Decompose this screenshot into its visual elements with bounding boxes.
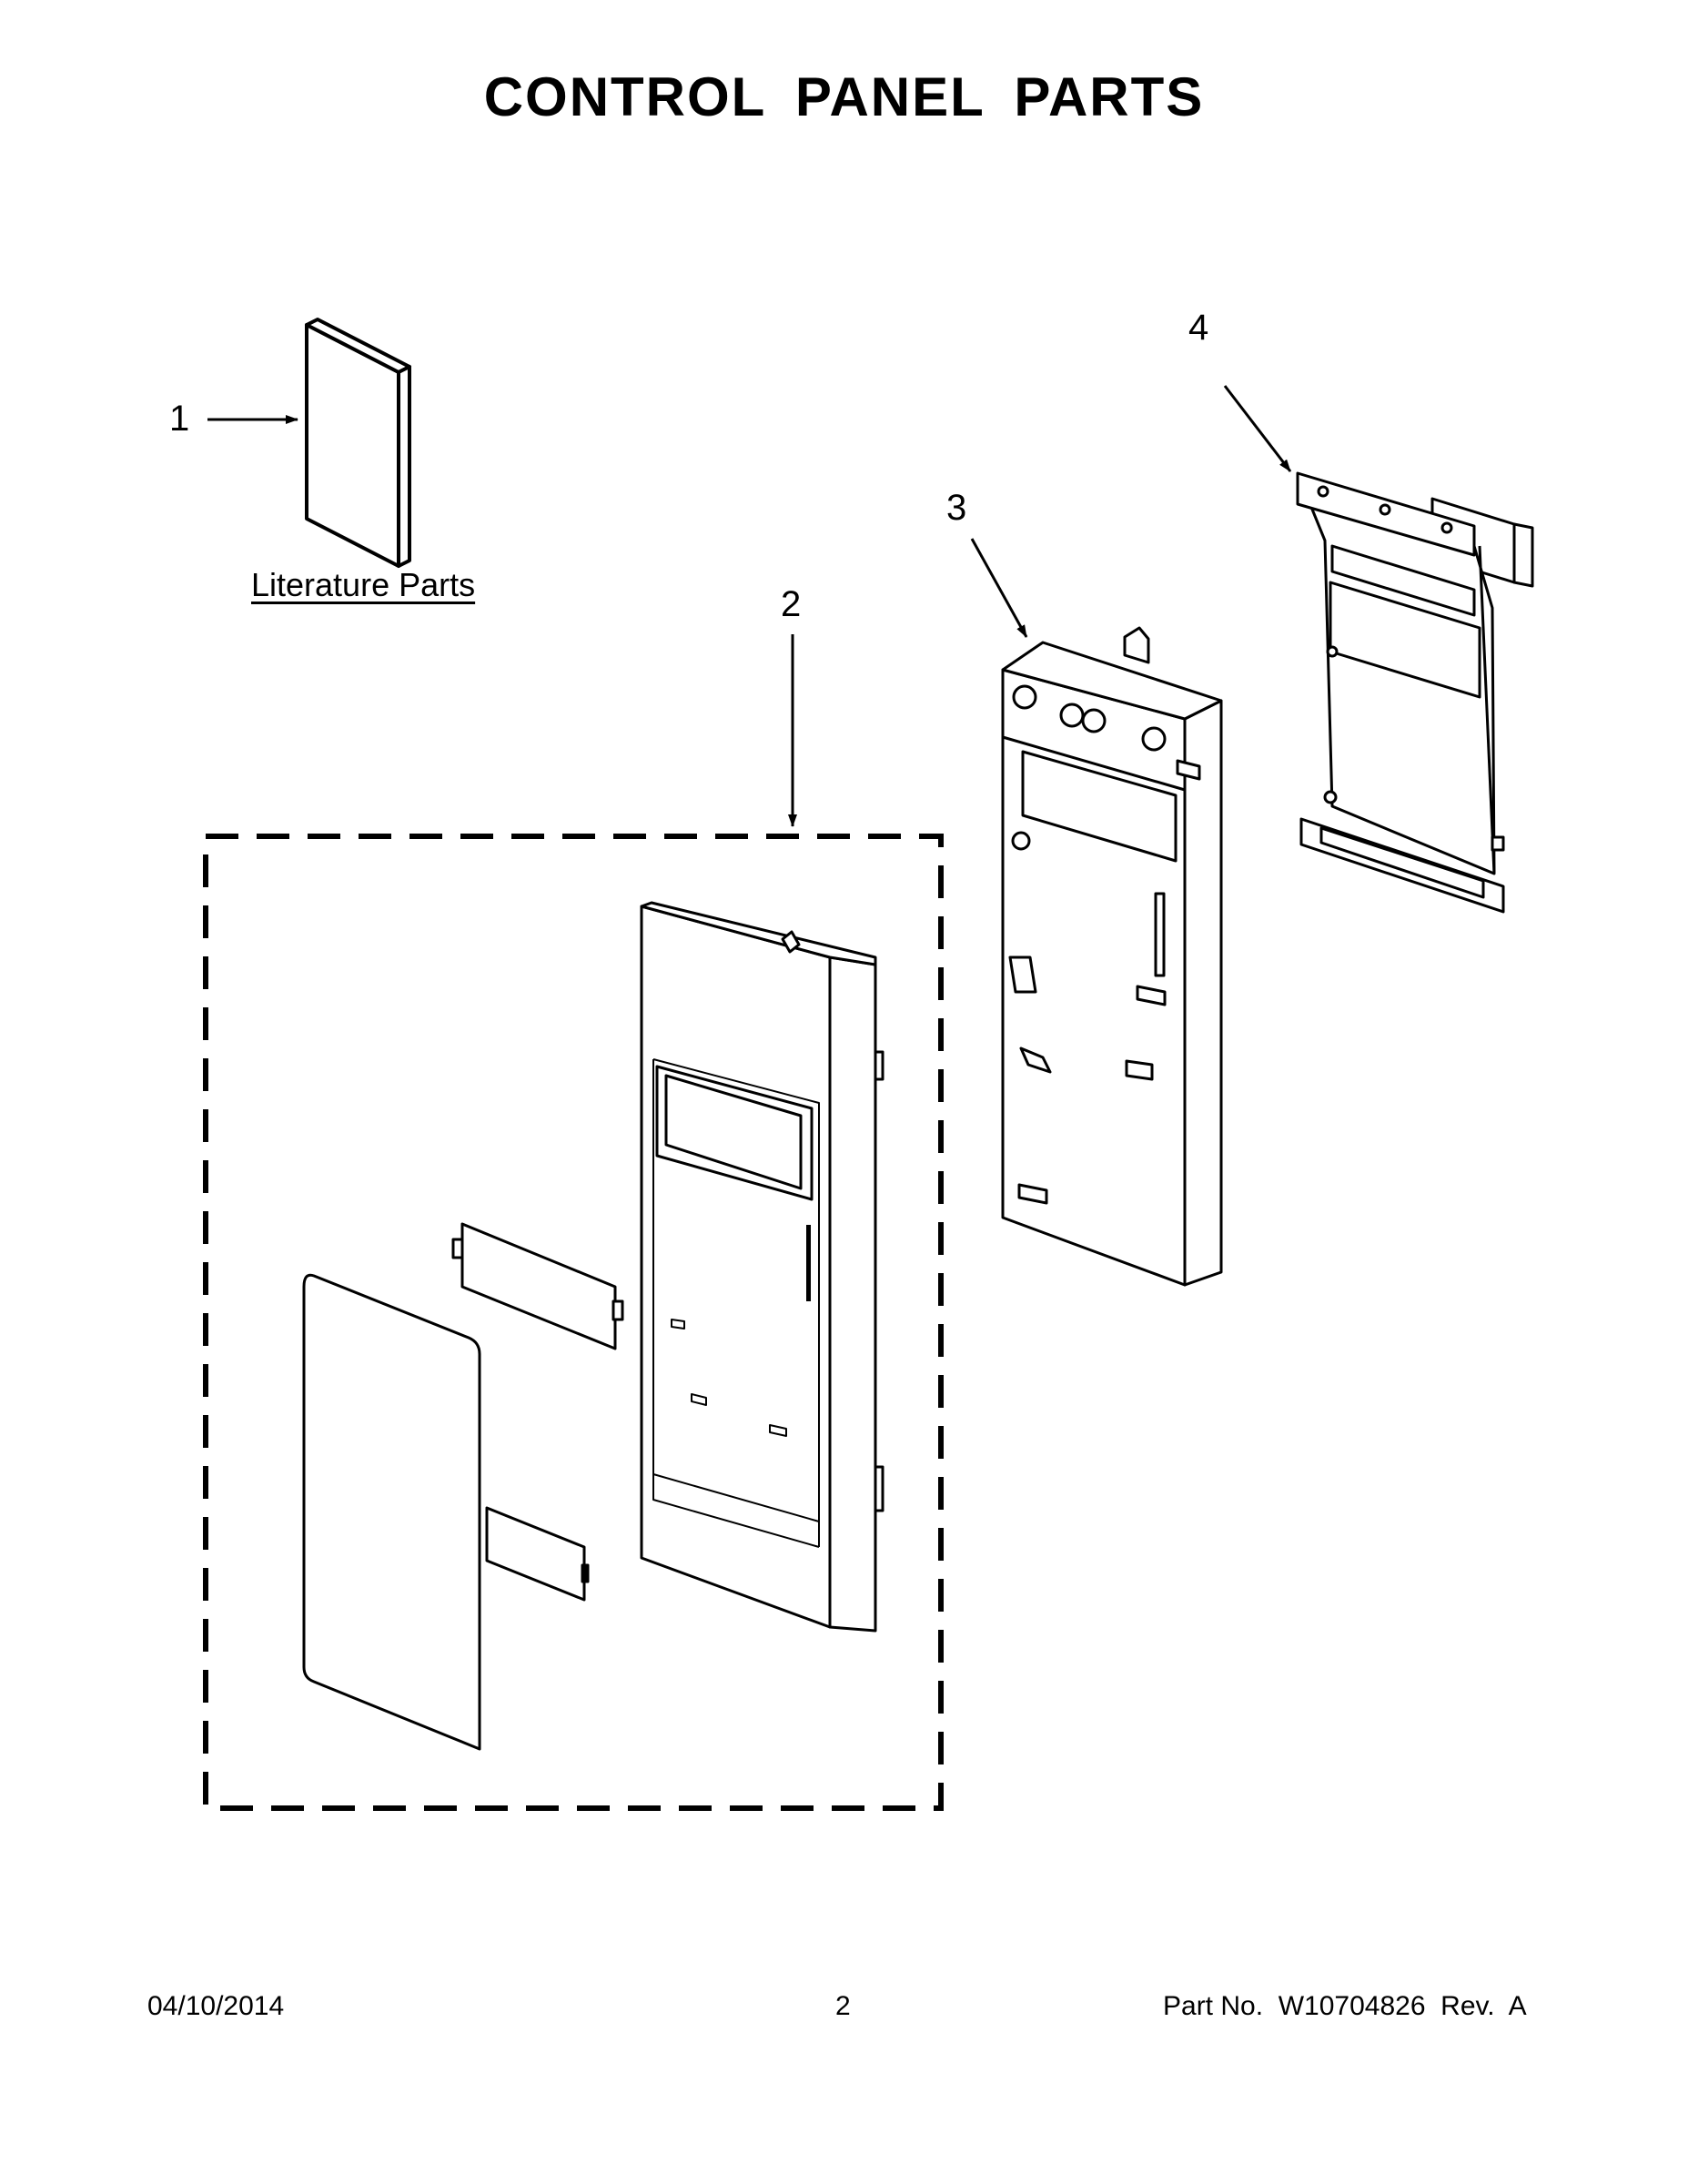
display-window-piece (460, 1222, 617, 1350)
callout-1: 1 (169, 399, 190, 439)
kit-dashed-box (203, 834, 944, 1811)
callout-3-leader (970, 538, 1028, 638)
callout-4: 4 (1188, 308, 1209, 348)
callout-2: 2 (781, 584, 802, 624)
literature-parts-label: Literature Parts (251, 566, 476, 603)
literature-booklet (305, 318, 411, 568)
footer-date: 04/10/2014 (147, 1991, 285, 2021)
overlay-panel (302, 1273, 481, 1751)
callout-4-leader (1223, 385, 1292, 472)
footer-page-number: 2 (835, 1991, 851, 2021)
small-board (485, 1506, 586, 1602)
page-title: CONTROL PANEL PARTS (483, 66, 1205, 127)
footer-part-number: Part No. W10704826 Rev. A (1163, 1991, 1527, 2021)
rear-panel (1001, 626, 1223, 1287)
control-panel-assembly (302, 901, 884, 1751)
callout-3: 3 (946, 488, 967, 528)
control-board (1296, 471, 1534, 914)
main-frame (640, 905, 832, 1629)
